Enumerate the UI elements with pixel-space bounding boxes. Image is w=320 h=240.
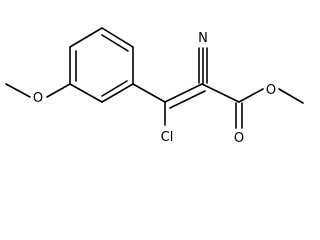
ester-oxygen-label: O <box>266 83 276 98</box>
alkene-bond-inner <box>169 90 206 109</box>
ring-bond-4 <box>69 83 103 103</box>
molecule-structure: O Cl N O O <box>5 27 304 146</box>
carbonyl-to-ester-oxygen-bond <box>238 88 264 103</box>
ring-to-vinyl-bond <box>132 83 166 103</box>
vinyl-to-carbonyl-bond <box>201 83 240 103</box>
ring-inner-bond-2 <box>101 80 128 97</box>
ring-bond-6 <box>69 27 103 48</box>
ring-inner-bond-1 <box>101 34 129 52</box>
chlorine-label: Cl <box>161 130 174 145</box>
ring-to-ether-oxygen-bond <box>46 83 71 98</box>
ring-bond-3 <box>101 83 134 103</box>
nitrogen-label: N <box>198 31 208 46</box>
alkene-bond-outer <box>164 83 203 103</box>
nitrile-group: N <box>198 31 208 85</box>
ether-oxygen-label: O <box>33 91 43 106</box>
ester-oxygen-to-methyl-bond <box>278 88 304 104</box>
carbonyl-oxygen-label: O <box>234 131 244 146</box>
alkene-core: Cl <box>132 83 206 145</box>
methoxy-group: O <box>5 83 71 106</box>
ring-bond-1 <box>101 27 134 48</box>
benzene-ring <box>69 27 134 103</box>
ester-group: O O <box>201 83 304 146</box>
ether-oxygen-to-methyl-bond <box>5 83 31 98</box>
